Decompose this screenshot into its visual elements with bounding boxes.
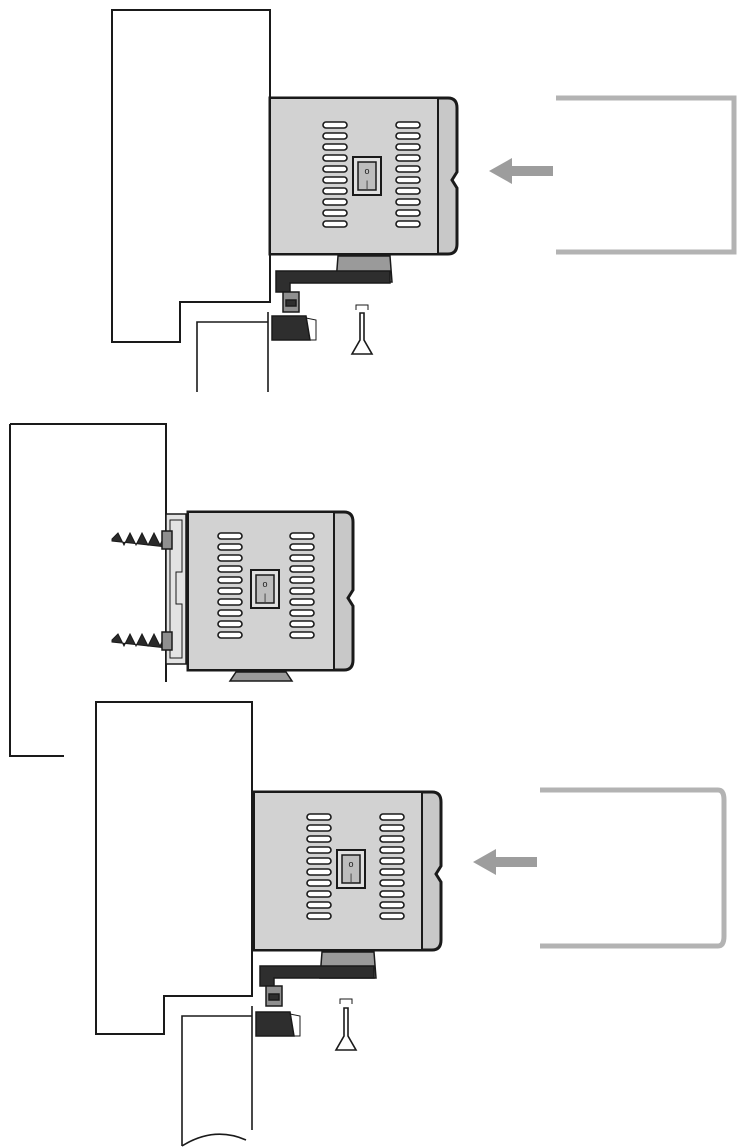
vent-slots-left bbox=[306, 813, 332, 920]
wall-screw-bottom bbox=[111, 631, 173, 651]
power-switch: o | bbox=[250, 569, 280, 609]
vent-slots-right bbox=[379, 813, 405, 920]
device-housing: o | bbox=[252, 790, 443, 952]
vent-slots-right bbox=[395, 121, 421, 228]
mounting-screw bbox=[334, 998, 358, 1051]
switch-symbol-off: o bbox=[364, 166, 369, 176]
vent-slots-right bbox=[289, 532, 315, 639]
adjust-knob bbox=[255, 1011, 295, 1037]
power-switch: o | bbox=[352, 156, 382, 196]
mount-lever bbox=[259, 965, 375, 987]
power-switch: o | bbox=[336, 849, 366, 889]
device-housing: o | bbox=[268, 96, 459, 256]
wall-block bbox=[95, 701, 253, 1035]
wall-bracket bbox=[540, 787, 727, 949]
panel-step-2: o | bbox=[9, 423, 355, 757]
wall-lower-surface bbox=[181, 1006, 253, 1146]
switch-symbol-off: o bbox=[348, 859, 353, 869]
wall-screw-top bbox=[111, 530, 173, 550]
vent-slots-left bbox=[217, 532, 243, 639]
mount-lever bbox=[275, 270, 391, 293]
wall-block bbox=[111, 9, 271, 343]
device-housing: o | bbox=[186, 510, 355, 672]
switch-symbol-off: o bbox=[262, 579, 267, 589]
wall-lower-surface bbox=[196, 312, 269, 392]
switch-symbol-on: | bbox=[264, 592, 266, 602]
switch-symbol-on: | bbox=[350, 872, 352, 882]
foot-pad bbox=[228, 671, 294, 682]
switch-symbol-on: | bbox=[366, 179, 368, 189]
vent-slots-left bbox=[322, 121, 348, 228]
push-arrow-left bbox=[473, 849, 537, 875]
wall-bracket bbox=[556, 95, 737, 255]
mounting-screw bbox=[350, 304, 374, 355]
adjust-knob bbox=[271, 315, 311, 341]
panel-step-3: o | bbox=[95, 701, 727, 1147]
panel-step-1: o | bbox=[111, 9, 737, 392]
push-arrow-left bbox=[489, 158, 553, 184]
